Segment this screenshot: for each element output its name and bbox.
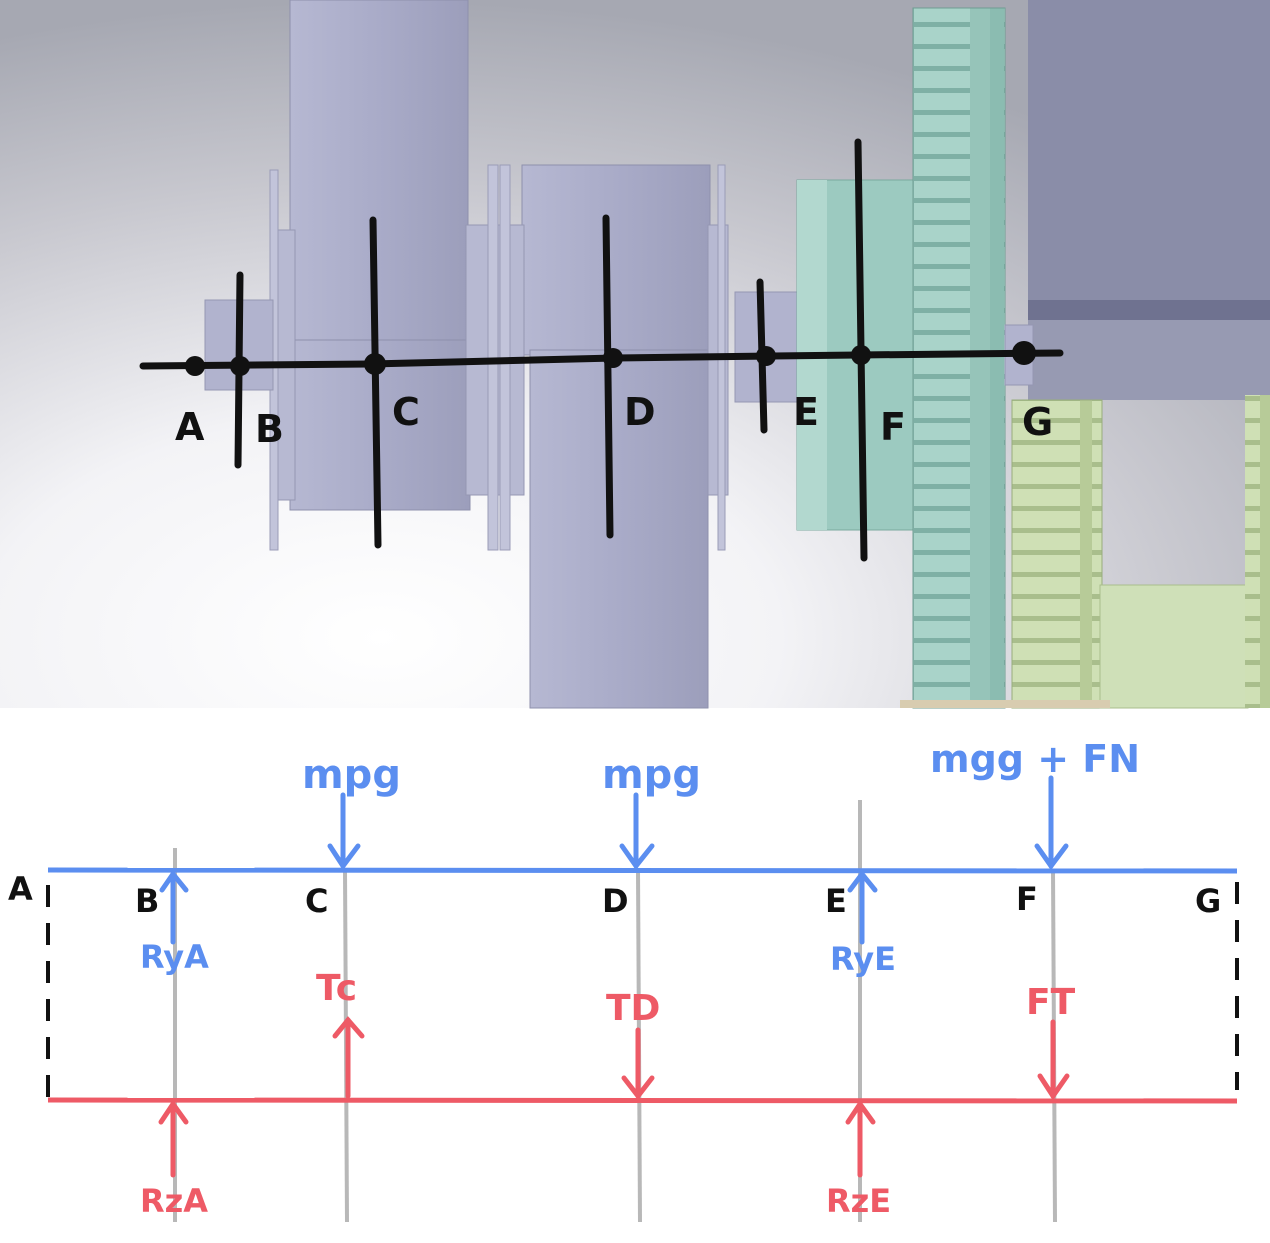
fbd-label-a: A bbox=[8, 870, 33, 908]
arrow-td bbox=[621, 1027, 655, 1101]
arrow-tc bbox=[332, 1016, 365, 1099]
arrow-mgg-fn bbox=[1034, 775, 1069, 871]
label-mgg-fn: mgg + FN bbox=[930, 737, 1140, 781]
fbd-label-b: B bbox=[135, 882, 159, 920]
arrow-rz-a bbox=[158, 1099, 189, 1178]
label-rz-e: RzE bbox=[826, 1182, 891, 1220]
cad-label-b: B bbox=[255, 407, 284, 451]
cad-label-c: C bbox=[392, 390, 420, 434]
cad-label-a: A bbox=[175, 405, 205, 449]
fbd-label-g: G bbox=[1195, 882, 1221, 920]
arrow-ry-a bbox=[159, 869, 189, 945]
arrow-mpg-c bbox=[327, 792, 361, 871]
cad-label-f: F bbox=[880, 405, 906, 449]
cad-view: A B C D E F G bbox=[0, 0, 1270, 709]
arrow-ry-e bbox=[847, 869, 878, 945]
arrow-mpg-d bbox=[619, 792, 655, 871]
cad-label-g: G bbox=[1022, 400, 1053, 444]
label-rz-a: RzA bbox=[140, 1182, 208, 1220]
label-ft: FT bbox=[1026, 982, 1076, 1023]
fbd-label-e: E bbox=[825, 882, 847, 920]
fbd-label-c: C bbox=[305, 882, 328, 920]
label-mpg-d: mpg bbox=[602, 752, 701, 798]
cad-label-e: E bbox=[793, 390, 819, 434]
blue-beam bbox=[47, 867, 1238, 874]
label-ry-e: RyE bbox=[830, 940, 896, 978]
label-tc: Tc bbox=[316, 968, 357, 1009]
free-body-diagram: A B C D E F G mpg mpg mgg + FN RyA RyE T… bbox=[8, 737, 1239, 1223]
label-mpg-c: mpg bbox=[302, 752, 401, 798]
arrow-ft bbox=[1037, 1019, 1070, 1101]
label-td: TD bbox=[606, 988, 660, 1029]
fbd-label-f: F bbox=[1016, 880, 1038, 918]
label-ry-a: RyA bbox=[140, 938, 209, 976]
arrow-rz-e bbox=[845, 1099, 876, 1178]
cad-label-d: D bbox=[624, 390, 656, 434]
fbd-label-d: D bbox=[602, 882, 629, 920]
red-beam bbox=[47, 1097, 1238, 1104]
